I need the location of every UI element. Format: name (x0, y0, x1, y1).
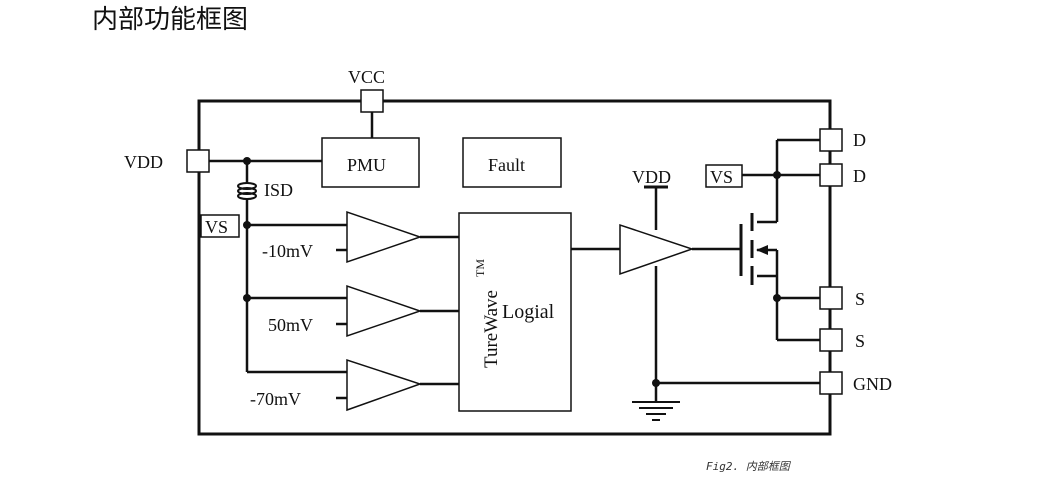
chip-outline (197, 99, 832, 436)
mosfet-icon (739, 213, 754, 285)
ref-50mv: 50mV (268, 315, 313, 335)
mosfet-arrow-icon (756, 245, 768, 255)
page-title: 内部功能框图 (92, 5, 248, 35)
pin-d1-label: D (853, 130, 866, 150)
comparator-2 (346, 284, 423, 338)
pin-s1-label: S (855, 289, 865, 309)
fault-block (462, 137, 562, 188)
logic-block (458, 212, 572, 412)
comparators (346, 210, 695, 412)
isd-label: ISD (264, 180, 293, 200)
pin-gnd (819, 371, 843, 395)
logic-brand-label: TureWave (481, 290, 502, 368)
logic-name-label: Logial (502, 301, 555, 323)
isd-coil-icon (237, 182, 257, 200)
comparator-1 (346, 210, 423, 264)
logic-tm-label: TM (473, 259, 487, 277)
pin-vdd (186, 149, 210, 173)
vcc-label: VCC (348, 67, 385, 87)
pin-s1 (819, 286, 843, 310)
pmu-block (321, 137, 420, 188)
pin-vcc (360, 89, 384, 113)
vs-left-label: VS (205, 217, 228, 237)
ground-icon (632, 401, 680, 421)
vdd-driver-label: VDD (632, 167, 671, 187)
pin-d2-label: D (853, 166, 866, 186)
gate-driver (619, 223, 695, 276)
pin-s2-label: S (855, 331, 865, 351)
pin-s2 (819, 328, 843, 352)
vdd-left-label: VDD (124, 152, 163, 172)
pins (186, 89, 843, 395)
fault-label: Fault (488, 155, 525, 175)
vs-right-tag (705, 164, 743, 188)
junctions (243, 157, 781, 387)
pmu-label: PMU (347, 155, 386, 175)
vs-right-label: VS (710, 167, 733, 187)
comparator-3 (346, 358, 423, 412)
ref-minus10mv: -10mV (262, 241, 313, 261)
pin-gnd-label: GND (853, 374, 892, 394)
figure-caption: Fig2. 内部框图 (706, 460, 792, 473)
pin-d1 (819, 128, 843, 152)
pin-d2 (819, 163, 843, 187)
ref-minus70mv: -70mV (250, 389, 301, 409)
vs-left-tag (200, 214, 240, 238)
